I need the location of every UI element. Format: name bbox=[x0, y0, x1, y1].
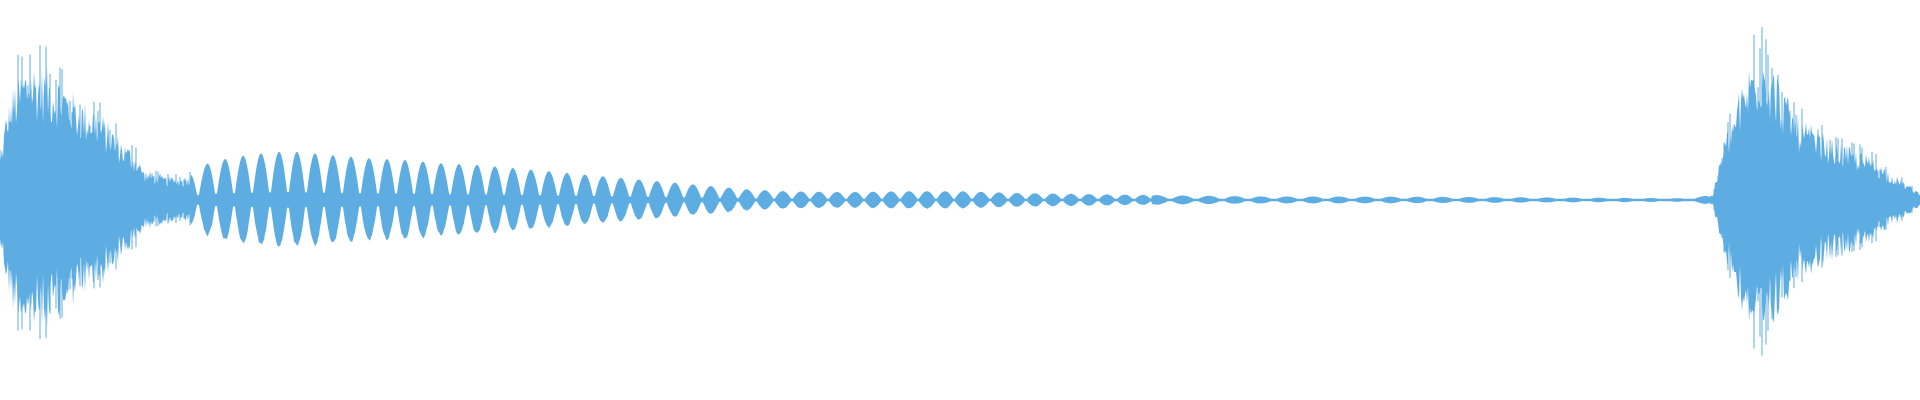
waveform-transients bbox=[0, 27, 1917, 356]
waveform-fill bbox=[0, 65, 1920, 329]
